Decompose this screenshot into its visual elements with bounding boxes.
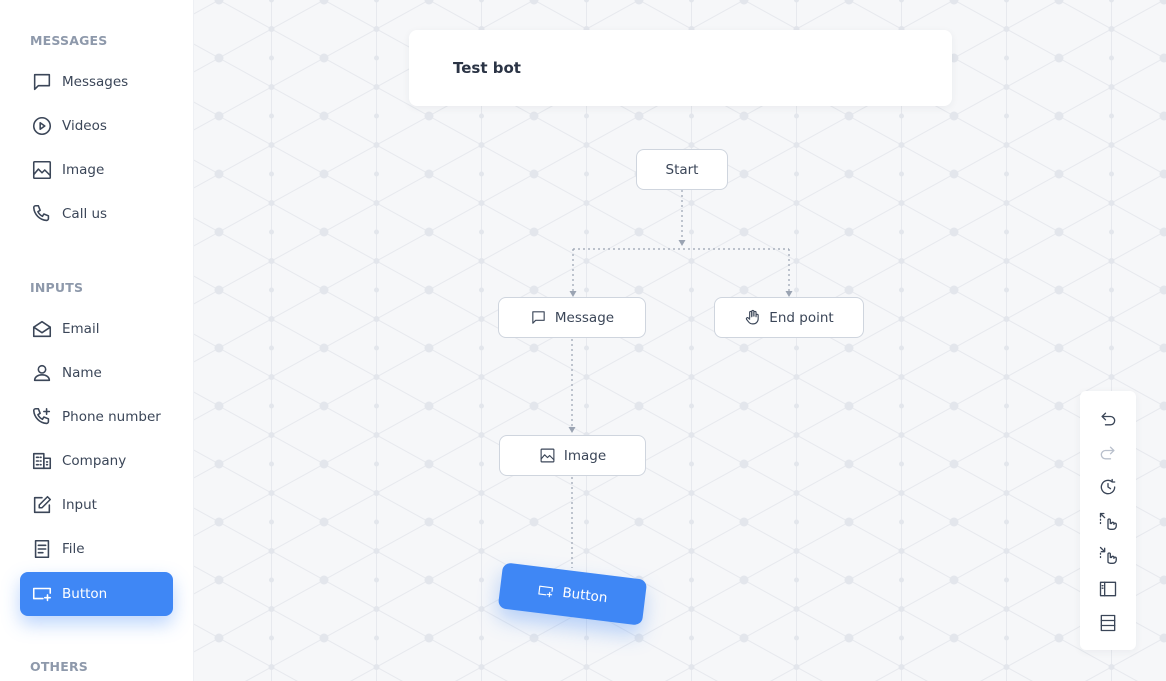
node-start[interactable]: Start: [636, 149, 728, 190]
node-message[interactable]: Message: [498, 297, 646, 338]
envelope-icon: [31, 318, 53, 340]
sidebar-item-label: Messages: [62, 74, 129, 90]
sidebar-item-call-us[interactable]: Call us: [20, 192, 173, 236]
sidebar-item-label: Button: [62, 586, 108, 602]
sidebar-layout-icon: [1099, 581, 1117, 597]
undo-button[interactable]: [1097, 408, 1119, 430]
phone-plus-icon: [31, 406, 53, 428]
sidebar-item-email[interactable]: Email: [20, 307, 173, 351]
sidebar-item-image[interactable]: Image: [20, 148, 173, 192]
bot-title: Test bot: [453, 59, 521, 77]
phone-icon: [31, 203, 53, 225]
sidebar-item-label: Videos: [62, 118, 107, 134]
toggle-sidebar-button[interactable]: [1097, 578, 1119, 600]
undo-icon: [1101, 412, 1116, 426]
history-icon: [1100, 478, 1116, 495]
node-label: End point: [769, 309, 834, 326]
hand-expand-icon: [1099, 512, 1117, 530]
sidebar-item-label: Call us: [62, 206, 108, 222]
flow-canvas[interactable]: [194, 0, 1166, 681]
sidebar-item-company[interactable]: Company: [20, 439, 173, 483]
sidebar-item-label: Company: [62, 453, 127, 469]
edit-icon: [31, 494, 53, 516]
node-end-point[interactable]: End point: [714, 297, 864, 338]
sidebar-item-label: Input: [62, 497, 97, 513]
section-title-messages: MESSAGES: [30, 33, 108, 48]
play-circle-icon: [31, 115, 53, 137]
image-icon: [31, 159, 53, 181]
bot-title-card: Test bot: [409, 30, 952, 106]
message-icon: [532, 311, 545, 324]
node-label: Start: [665, 161, 699, 178]
hand-icon: [746, 309, 760, 325]
zoom-in-button[interactable]: [1097, 510, 1119, 532]
node-label: Button: [561, 584, 609, 607]
rows-layout-icon: [1100, 614, 1116, 632]
button-add-icon: [31, 583, 53, 605]
sidebar-item-label: Phone number: [62, 409, 161, 425]
sidebar-item-name[interactable]: Name: [20, 351, 173, 395]
toggle-layout-button[interactable]: [1097, 612, 1119, 634]
sidebar-item-label: Image: [62, 162, 105, 178]
node-image[interactable]: Image: [499, 435, 646, 476]
redo-button[interactable]: [1097, 442, 1119, 464]
button-add-icon: [538, 585, 554, 597]
sidebar-item-label: Email: [62, 321, 100, 337]
user-icon: [31, 362, 53, 384]
node-label: Image: [563, 447, 607, 464]
sidebar-item-button[interactable]: Button: [20, 572, 173, 616]
sidebar-item-label: Name: [62, 365, 102, 381]
sidebar: MESSAGES Messages Videos Image Call us I…: [0, 0, 194, 681]
node-button-dragging[interactable]: Button: [497, 562, 648, 626]
zoom-out-button[interactable]: [1097, 544, 1119, 566]
node-label: Message: [554, 309, 615, 326]
sidebar-item-input[interactable]: Input: [20, 483, 173, 527]
section-title-others: OTHERS: [30, 659, 88, 674]
building-icon: [31, 450, 53, 472]
redo-icon: [1100, 446, 1115, 460]
sidebar-item-phone-number[interactable]: Phone number: [20, 395, 173, 439]
sidebar-item-file[interactable]: File: [20, 527, 173, 571]
file-icon: [31, 538, 53, 560]
sidebar-item-label: File: [62, 541, 85, 557]
hand-shrink-icon: [1099, 546, 1117, 564]
sidebar-item-messages[interactable]: Messages: [20, 60, 173, 104]
history-button[interactable]: [1097, 476, 1119, 498]
canvas-grid-pattern: [194, 0, 1166, 681]
image-icon: [540, 448, 555, 463]
message-icon: [31, 71, 53, 93]
section-title-inputs: INPUTS: [30, 280, 84, 295]
sidebar-item-videos[interactable]: Videos: [20, 104, 173, 148]
canvas-toolbar: [1080, 391, 1136, 650]
